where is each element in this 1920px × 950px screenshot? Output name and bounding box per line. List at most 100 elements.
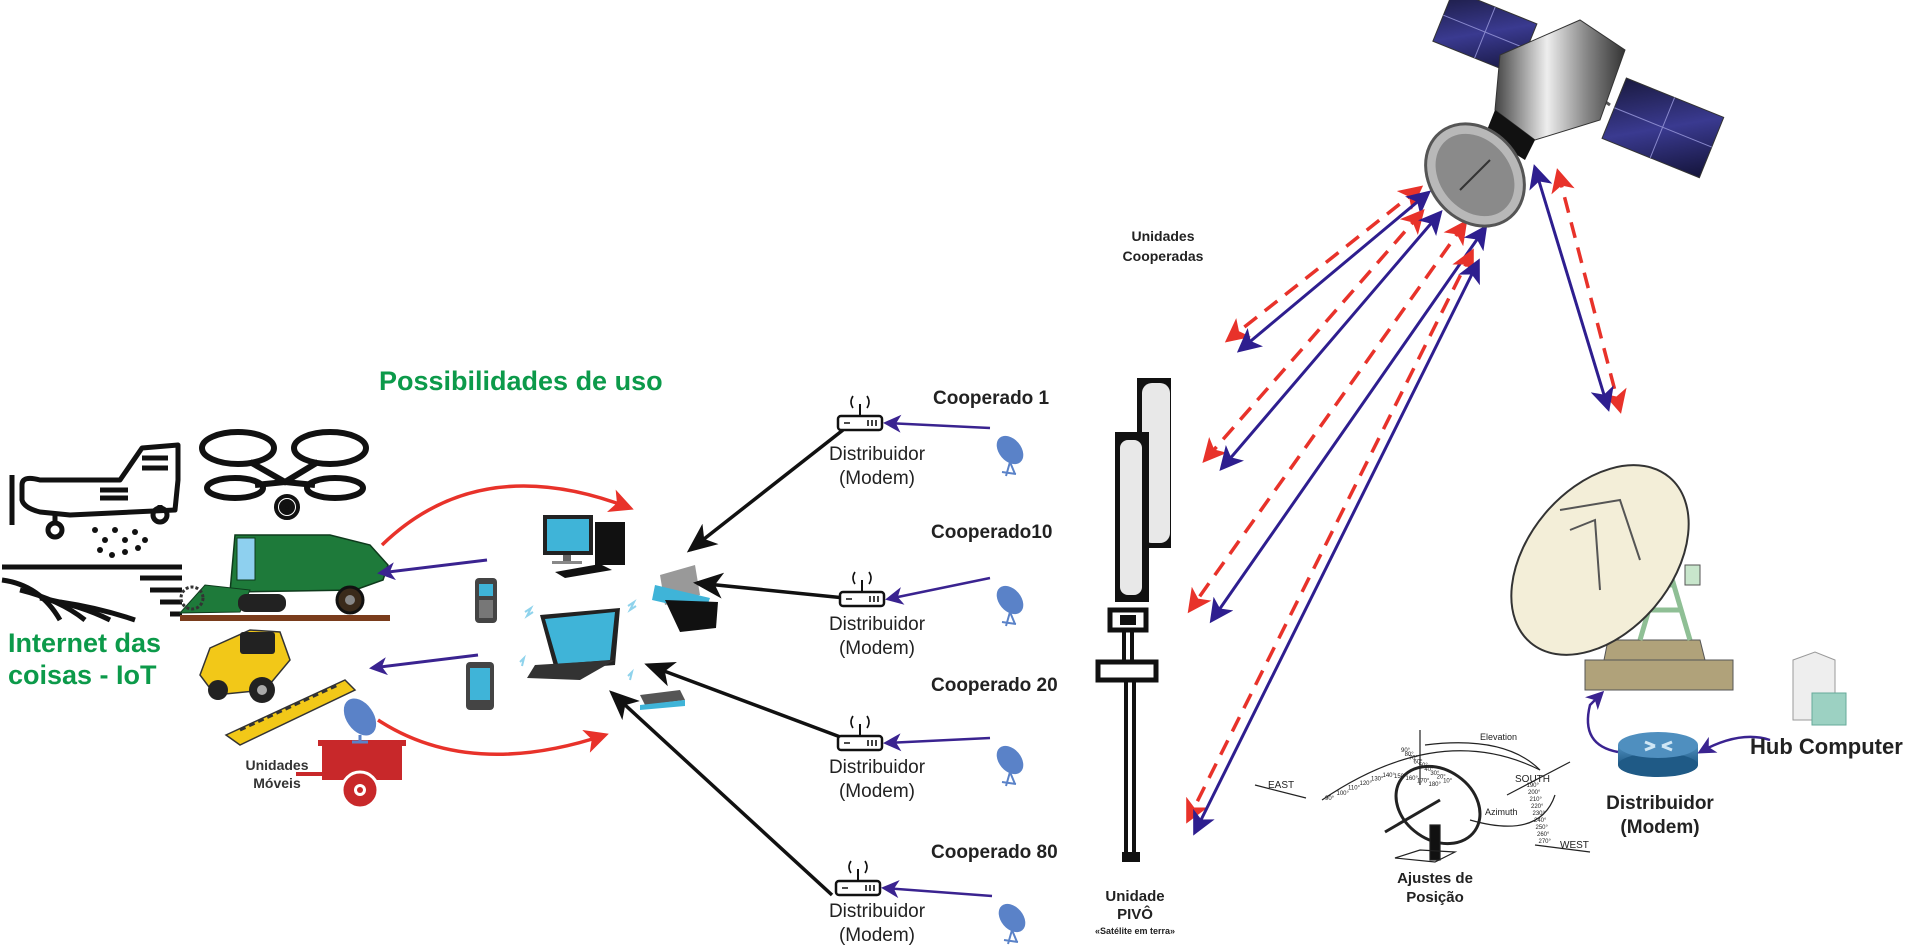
blue-arrow-to-yellow-harvester	[369, 653, 479, 676]
router-modem-icon	[836, 395, 884, 432]
position-adjust-compass-icon	[1254, 730, 1591, 863]
azimuth-tick-label: 160°	[1406, 776, 1419, 782]
wifi-signal-icon	[852, 571, 872, 585]
compass-azimuth-label: Azimuth	[1485, 807, 1518, 817]
modem-label-line1: Distribuidor	[828, 901, 926, 922]
trailer-dish-icon	[343, 698, 377, 744]
dish-bowl	[996, 435, 1024, 465]
pivot-unit-label-line1: Unidade	[1105, 888, 1165, 905]
satellite-icon	[1424, 0, 1725, 228]
modem-label-line2: (Modem)	[838, 781, 915, 802]
iot-title-line2: coisas - IoT	[8, 660, 157, 690]
wireless-signal-icons	[519, 599, 637, 681]
black-arrow-modem10	[693, 572, 846, 600]
pivot-unit-antenna-icon	[1095, 378, 1171, 862]
modem-label: Distribuidor (Modem)	[812, 756, 942, 804]
blue-arrow-dish-to-modem	[883, 414, 991, 433]
azimuth-tick-label: 180°	[1429, 782, 1442, 788]
azimuth-tick-label: 200°	[1528, 790, 1541, 796]
red-curved-arrow-bottom	[377, 718, 609, 757]
hub-computer-label: Hub Computer	[1750, 734, 1903, 759]
dish-bowl	[998, 903, 1026, 933]
mobile-trailer-icon	[296, 740, 406, 810]
dish-stand	[1001, 771, 1017, 787]
cooperated-units-label-line2: Cooperadas	[1122, 248, 1204, 264]
compass-west-label: WEST	[1560, 840, 1589, 851]
small-satellite-dish-icon	[996, 585, 1024, 627]
azimuth-tick-label: 240°	[1534, 818, 1547, 824]
blue-solid-link-arrow	[1236, 190, 1432, 353]
modem-label: Distribuidor (Modem)	[812, 900, 942, 948]
network-switch-icon	[640, 690, 685, 710]
azimuth-tick-label: 190°	[1527, 783, 1540, 789]
iot-title-line1: Internet das	[8, 628, 162, 658]
elevation-tick-label: 70°	[1409, 756, 1419, 762]
spray-drops	[92, 527, 148, 558]
smartphone-icon	[466, 662, 494, 710]
azimuth-tick-label: 100°	[1337, 791, 1350, 797]
small-satellite-dish-icon	[996, 745, 1024, 787]
elevation-tick-label: 50°	[1419, 763, 1429, 769]
elevation-tick-label: 30°	[1430, 771, 1440, 777]
mobile-units-label-line1: Unidades	[245, 757, 309, 773]
small-satellite-dish-icon	[998, 903, 1026, 945]
printer-icon	[652, 565, 718, 632]
modem-label-line2: (Modem)	[838, 925, 915, 946]
elevation-tick-label: 10°	[1443, 778, 1453, 784]
cable-router-to-dish	[1585, 690, 1619, 754]
laptop-icon	[527, 608, 620, 680]
mobile-units-label-line2: Móveis	[253, 775, 301, 791]
black-arrow-modem20	[644, 661, 844, 740]
modem-ports	[842, 885, 875, 891]
blue-arrow-to-harvester	[377, 558, 488, 581]
dish-bowl	[996, 745, 1024, 775]
modem-label: Distribuidor(Modem)	[812, 613, 942, 661]
router-modem-icon	[834, 860, 882, 897]
pivot-unit-label-line2: PIVÔ	[1117, 906, 1153, 923]
compass-elevation-label: Elevation	[1480, 732, 1517, 742]
modem-label-line2: (Modem)	[838, 638, 915, 659]
server-icon	[1792, 651, 1847, 726]
elevation-tick-label: 90°	[1401, 748, 1411, 754]
azimuth-tick-label: 230°	[1533, 811, 1546, 817]
azimuth-tick-label: 130°	[1371, 777, 1384, 783]
red-dashed-link-arrow	[1187, 219, 1468, 614]
dish-stand	[1001, 611, 1017, 627]
small-satellite-dish-icon	[996, 435, 1024, 477]
azimuth-tick-label: 250°	[1536, 825, 1549, 831]
wifi-signal-icon	[850, 715, 870, 729]
azimuth-tick-label: 120°	[1360, 781, 1373, 787]
hub-modem-label-line2: (Modem)	[1620, 817, 1700, 838]
combine-harvester-icon	[178, 534, 390, 621]
azimuth-tick-label: 270°	[1539, 839, 1552, 845]
blue-solid-link-arrow	[1209, 224, 1488, 624]
cooperado-label: Cooperado10	[931, 522, 1053, 543]
azimuth-tick-label: 90°	[1325, 796, 1335, 802]
cooperado-label: Cooperado 1	[933, 388, 1050, 409]
dish-bowl	[996, 585, 1024, 615]
azimuth-tick-label: 140°	[1383, 773, 1396, 779]
compass-east-label: EAST	[1268, 780, 1294, 791]
cooperado-label: Cooperado 80	[931, 842, 1058, 863]
modem-ports	[844, 420, 877, 426]
possibilities-title: Possibilidades de uso	[379, 366, 663, 396]
blue-arrow-dish-to-modem	[883, 733, 991, 752]
plowed-field-icon	[1, 564, 182, 623]
azimuth-tick-label: 260°	[1537, 832, 1550, 838]
cable-server-to-router	[1697, 735, 1771, 754]
elevation-tick-label: 40°	[1424, 767, 1434, 773]
blue-arrow-dish-to-modem	[881, 880, 993, 899]
blue-solid-link-arrow	[1193, 258, 1480, 836]
router-modem-icon	[838, 571, 886, 608]
azimuth-tick-label: 110°	[1348, 786, 1361, 792]
elevation-tick-label: 60°	[1414, 759, 1424, 765]
modem-label-line1: Distribuidor	[828, 757, 926, 778]
dish-stand	[1001, 461, 1017, 477]
modem-ports	[846, 596, 879, 602]
pivot-unit-subtitle: «Satélite em terra»	[1094, 926, 1176, 936]
modem-label-line1: Distribuidor	[828, 444, 926, 465]
position-adjust-label-line1: Ajustes de	[1397, 870, 1473, 887]
elevation-tick-label: 80°	[1405, 752, 1415, 758]
modem-ports	[844, 740, 877, 746]
